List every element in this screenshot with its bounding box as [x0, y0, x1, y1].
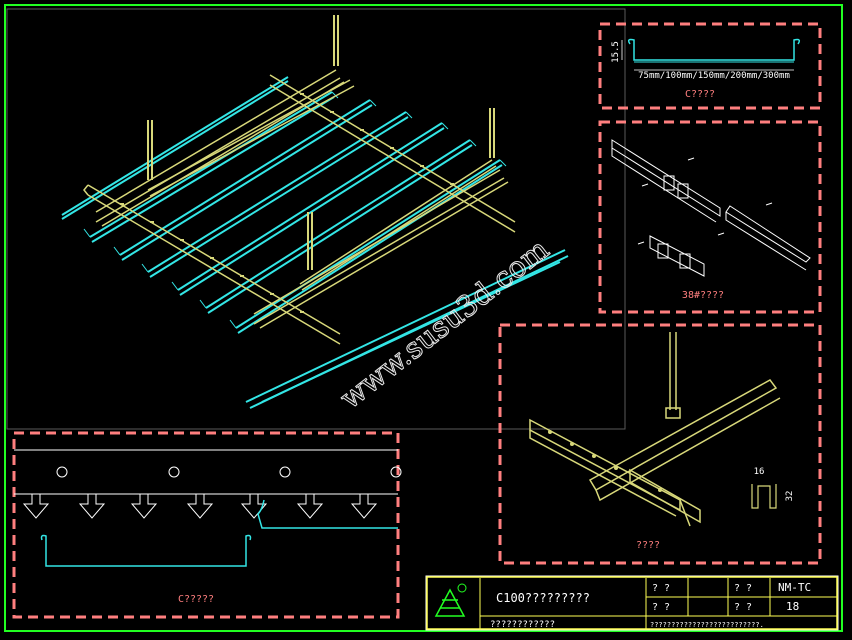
drawing-code: NM-TC: [778, 581, 811, 594]
panel-folds: [83, 91, 507, 329]
hanger-caption: ????: [636, 540, 660, 551]
panel-profile: [40, 534, 252, 567]
carrier-holes: [120, 93, 454, 313]
carrier-detail-box: [12, 431, 400, 619]
title-cell-a1: ? ?: [652, 583, 670, 594]
keel-part-drawings: [611, 139, 811, 277]
keel-parts-detail: 38#????: [598, 120, 822, 314]
clip-profile: [751, 484, 777, 509]
hanger-joint-detail: 16 32 ????: [498, 323, 822, 565]
isometric-ceiling-view: [61, 15, 569, 409]
profile-caption: C????: [685, 89, 715, 100]
carrier-elevation-detail: C?????: [12, 431, 402, 619]
sheet-number: 18: [786, 600, 799, 613]
profile-section-detail: 15.5 75mm/100mm/150mm/200mm/300mm C????: [598, 22, 822, 110]
profile-height-dim: 15.5: [611, 41, 621, 63]
profile-width-dims: 75mm/100mm/150mm/200mm/300mm: [638, 71, 790, 81]
keel-caption: 38#????: [682, 290, 724, 301]
title-cell-a2: ? ?: [652, 602, 670, 613]
clip-width-dim: 16: [754, 467, 765, 477]
strip-panels: [61, 76, 569, 409]
hanger-rods: [147, 15, 495, 270]
company-logo: [434, 583, 467, 617]
title-block: C100????????? ???????????? ?????????????…: [425, 575, 839, 631]
title-block-notes: ??????????????????????????.: [650, 621, 764, 629]
hanger-detail-box: [498, 323, 822, 565]
keel-detail-box: [598, 120, 822, 314]
title-cell-b2: ? ?: [734, 602, 752, 613]
carrier-holes-row: [56, 466, 402, 478]
title-cell-b1: ? ?: [734, 583, 752, 594]
profile-shape: [627, 38, 801, 61]
drawing-subtitle: ????????????: [490, 620, 555, 630]
carrier-caption: C?????: [178, 594, 214, 605]
main-view-frame: [6, 8, 626, 430]
drawing-title: C100?????????: [496, 591, 590, 605]
carrier-teeth: [22, 494, 378, 519]
clip-height-dim: 32: [785, 491, 795, 502]
profile-detail-box: [598, 22, 822, 110]
hanger-joint-holes: [548, 430, 662, 492]
hanger-joint-drawing: [529, 332, 781, 527]
panel-edge: [257, 499, 398, 529]
